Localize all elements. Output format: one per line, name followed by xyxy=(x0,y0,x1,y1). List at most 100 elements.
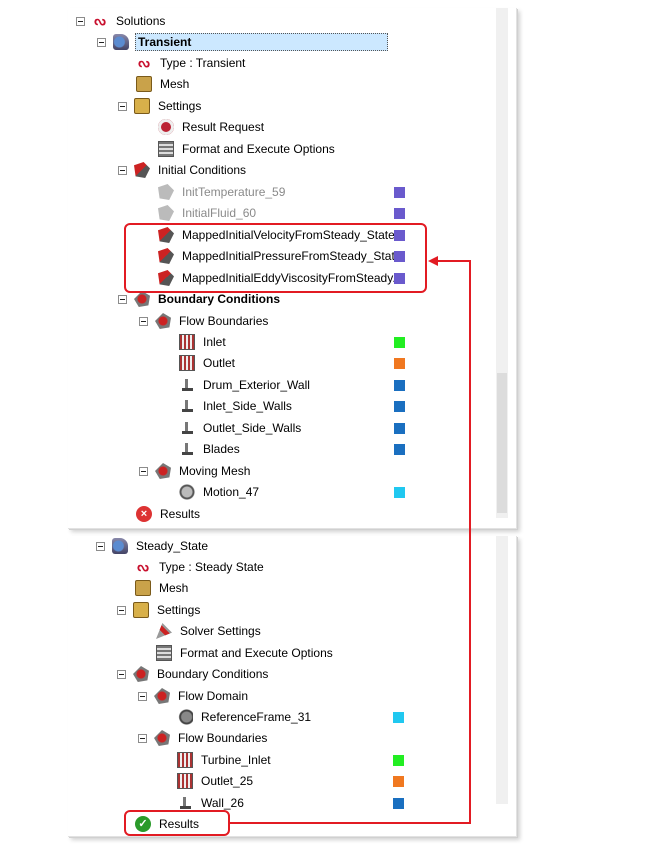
tree-node-mesh[interactable]: Mesh xyxy=(136,74,191,94)
format-execute-icon xyxy=(156,645,172,661)
collapse-toggle[interactable] xyxy=(117,605,126,615)
tree-node-flow-boundaries[interactable]: Flow Boundaries xyxy=(138,728,269,748)
tree-label: Initial Conditions xyxy=(158,163,247,177)
tree-node-results[interactable]: ✓ Results xyxy=(135,814,201,834)
scrollbar-thumb[interactable] xyxy=(497,373,507,513)
tree-node-boundary-conditions[interactable]: Boundary Conditions xyxy=(118,289,282,309)
tree-label: Settings xyxy=(157,603,201,617)
collapse-toggle[interactable] xyxy=(139,466,148,476)
vertical-scrollbar[interactable] xyxy=(496,536,508,804)
tree-label: Solver Settings xyxy=(180,624,261,638)
tree-label: Result Request xyxy=(182,120,265,134)
initial-condition-icon xyxy=(158,270,174,286)
tree-node-results[interactable]: × Results xyxy=(136,504,202,524)
tree-label: Outlet xyxy=(203,356,236,370)
tree-node-boundary-conditions[interactable]: Boundary Conditions xyxy=(117,664,270,684)
tree-node-drum-exterior-wall[interactable]: Drum_Exterior_Wall xyxy=(179,375,312,395)
tree-node-mesh[interactable]: Mesh xyxy=(135,578,190,598)
initial-condition-icon xyxy=(158,184,174,200)
inlet-icon xyxy=(177,752,193,768)
tree-label: Flow Boundaries xyxy=(179,314,269,328)
tree-node-type[interactable]: ᔓ Type : Steady State xyxy=(135,557,266,577)
boundary-conditions-icon xyxy=(133,666,149,682)
tree-node-transient[interactable]: Transient xyxy=(97,32,389,52)
steady-state-analysis-icon xyxy=(112,538,128,554)
tree-node-moving-mesh[interactable]: Moving Mesh xyxy=(139,461,252,481)
tree-label: Inlet xyxy=(203,335,226,349)
collapse-toggle[interactable] xyxy=(138,733,147,743)
solutions-tree-panel-bottom: Steady_State ᔓ Type : Steady State Mesh … xyxy=(68,536,517,837)
tree-node-format-execute[interactable]: Format and Execute Options xyxy=(158,139,337,159)
type-icon: ᔓ xyxy=(137,559,149,574)
tree-node-result-request[interactable]: Result Request xyxy=(158,117,266,137)
tree-node-outlet[interactable]: Outlet_25 xyxy=(177,771,255,791)
collapse-toggle[interactable] xyxy=(76,16,85,26)
tree-node-flow-boundaries[interactable]: Flow Boundaries xyxy=(139,311,270,331)
vertical-scrollbar[interactable] xyxy=(496,8,508,518)
tree-label: ReferenceFrame_31 xyxy=(201,710,312,724)
tree-node-inlet-side-walls[interactable]: Inlet_Side_Walls xyxy=(179,396,294,416)
tree-label: Boundary Conditions xyxy=(158,292,280,306)
tree-node-settings[interactable]: Settings xyxy=(117,600,202,620)
tree-node-flow-domain[interactable]: Flow Domain xyxy=(138,686,250,706)
tree-node-wall[interactable]: Wall_26 xyxy=(177,793,246,813)
tree-label: Format and Execute Options xyxy=(182,142,335,156)
tree-node-motion[interactable]: Motion_47 xyxy=(179,482,261,502)
collapse-toggle[interactable] xyxy=(138,691,147,701)
color-swatch xyxy=(394,423,405,434)
tree-label: Results xyxy=(160,507,201,521)
tree-node-outlet[interactable]: Outlet xyxy=(179,353,237,373)
tree-label: Flow Boundaries xyxy=(178,731,268,745)
tree-node-mapped-eddy[interactable]: MappedInitialEddyViscosityFromSteady... xyxy=(158,268,404,288)
tree-node-solver-settings[interactable]: Solver Settings xyxy=(156,621,263,641)
format-execute-icon xyxy=(158,141,174,157)
tree-node-solutions[interactable]: ᔓ Solutions xyxy=(76,11,167,31)
tree-node-steady-state[interactable]: Steady_State xyxy=(96,536,210,556)
initial-condition-icon xyxy=(158,227,174,243)
tree-node-format-execute[interactable]: Format and Execute Options xyxy=(156,643,335,663)
motion-icon xyxy=(179,484,195,500)
tree-node-type[interactable]: ᔓ Type : Transient xyxy=(136,53,247,73)
results-ok-icon: ✓ xyxy=(135,816,151,832)
tree-node-mapped-velocity[interactable]: MappedInitialVelocityFromSteady_State xyxy=(158,225,397,245)
tree-node-outlet-side-walls[interactable]: Outlet_Side_Walls xyxy=(179,418,303,438)
tree-label: MappedInitialPressureFromSteady_State xyxy=(182,249,402,263)
collapse-toggle[interactable] xyxy=(118,294,127,304)
color-swatch xyxy=(394,273,405,284)
tree-label: Wall_26 xyxy=(201,796,244,810)
color-swatch xyxy=(394,337,405,348)
collapse-toggle[interactable] xyxy=(96,541,105,551)
tree-node-init-fluid[interactable]: InitialFluid_60 xyxy=(158,203,258,223)
color-swatch xyxy=(394,230,405,241)
tree-label: Drum_Exterior_Wall xyxy=(203,378,310,392)
mesh-icon xyxy=(136,76,152,92)
tree-label: Type : Steady State xyxy=(159,560,264,574)
transient-analysis-icon xyxy=(113,34,129,50)
color-swatch xyxy=(393,776,404,787)
tree-node-init-temperature[interactable]: InitTemperature_59 xyxy=(158,182,287,202)
collapse-toggle[interactable] xyxy=(118,165,127,175)
collapse-toggle[interactable] xyxy=(117,669,126,679)
tree-node-mapped-pressure[interactable]: MappedInitialPressureFromSteady_State xyxy=(158,246,403,266)
collapse-toggle[interactable] xyxy=(97,37,106,47)
wall-icon xyxy=(179,398,195,414)
tree-label: MappedInitialEddyViscosityFromSteady... xyxy=(182,271,403,285)
tree-node-reference-frame[interactable]: ReferenceFrame_31 xyxy=(177,707,313,727)
tree-label: Mesh xyxy=(159,581,189,595)
tree-node-initial-conditions[interactable]: Initial Conditions xyxy=(118,160,248,180)
tree-label: Moving Mesh xyxy=(179,464,251,478)
tree-label: Blades xyxy=(203,442,240,456)
collapse-toggle[interactable] xyxy=(118,101,127,111)
tree-label: Steady_State xyxy=(136,539,209,553)
tree-node-turbine-inlet[interactable]: Turbine_Inlet xyxy=(177,750,273,770)
tree-node-blades[interactable]: Blades xyxy=(179,439,242,459)
collapse-toggle[interactable] xyxy=(139,316,148,326)
tree-node-settings[interactable]: Settings xyxy=(118,96,203,116)
outlet-icon xyxy=(177,773,193,789)
tree-node-inlet[interactable]: Inlet xyxy=(179,332,228,352)
color-swatch xyxy=(394,208,405,219)
tree-label: Boundary Conditions xyxy=(157,667,269,681)
boundary-conditions-icon xyxy=(134,291,150,307)
mesh-icon xyxy=(135,580,151,596)
initial-condition-icon xyxy=(158,205,174,221)
